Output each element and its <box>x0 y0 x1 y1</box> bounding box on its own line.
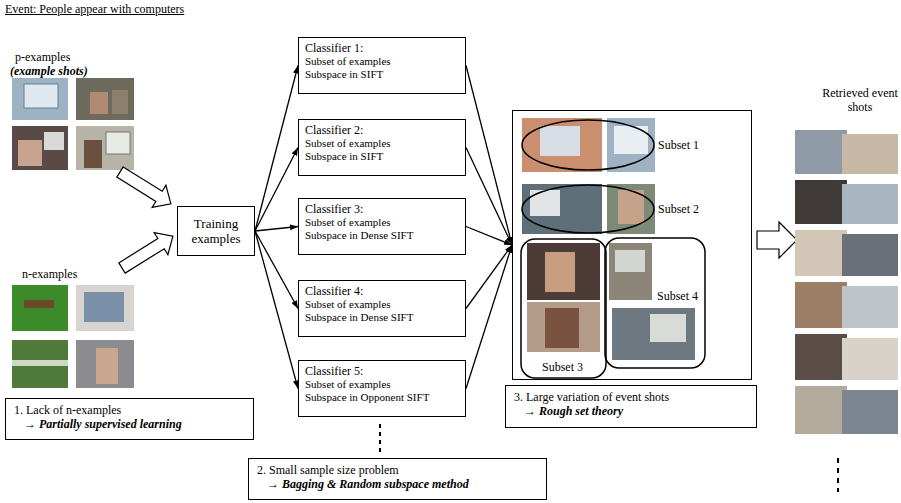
classifier-box: Classifier 3:Subset of examplesSubspace … <box>298 198 466 255</box>
subset-label: Subset 4 <box>657 289 698 303</box>
retrieved-photo <box>795 130 898 434</box>
hollow-arrow <box>113 161 797 279</box>
classifier-detail: Subset of examples <box>305 216 459 229</box>
subset-label: Subset 3 <box>542 360 583 374</box>
classifier-box: Classifier 4:Subset of examplesSubspace … <box>298 280 466 337</box>
connector-arrow <box>466 245 512 389</box>
process-box: Training examples <box>177 206 255 256</box>
text-label: (example shots) <box>10 64 88 78</box>
connector-arrow <box>466 148 512 246</box>
example-photo <box>12 78 134 170</box>
classifier-heading: Classifier 4: <box>305 284 459 298</box>
connector-arrow <box>255 148 298 232</box>
connector-arrow <box>466 227 512 246</box>
classifier-detail: Subspace in Opponent SIFT <box>305 391 459 404</box>
classifier-heading: Classifier 1: <box>305 41 459 55</box>
classifier-heading: Classifier 2: <box>305 123 459 137</box>
example-photo <box>12 285 134 388</box>
subset-label: Subset 1 <box>658 138 699 152</box>
classifier-box: Classifier 1:Subset of examplesSubspace … <box>298 37 466 94</box>
classifier-detail: Subset of examples <box>305 137 459 150</box>
connector-arrow <box>466 245 512 309</box>
classifier-heading: Classifier 3: <box>305 202 459 216</box>
classifier-detail: Subset of examples <box>305 298 459 311</box>
subset-panel: Subset 1 Subset 2 Subset 4 Subset 3 <box>512 110 752 380</box>
classifier-detail: Subspace in Dense SIFT <box>305 229 459 242</box>
classifier-detail: Subspace in Dense SIFT <box>305 311 459 324</box>
classifier-detail: Subspace in SIFT <box>305 68 459 81</box>
connector-arrow <box>255 66 298 232</box>
classifier-detail: Subset of examples <box>305 55 459 68</box>
connector-arrow <box>255 231 298 309</box>
connector-arrow <box>255 227 298 232</box>
subset-label: Subset 2 <box>658 202 699 216</box>
text-label: n-examples <box>22 267 77 281</box>
note-box: 2. Small sample size problem→ Bagging & … <box>248 458 547 500</box>
solution-text: → Bagging & Random subspace method <box>257 477 538 491</box>
connector-arrow <box>255 231 298 389</box>
solution-text: → Partially supervised learning <box>14 417 245 431</box>
connector-arrow <box>466 66 512 246</box>
diagram-title: Event: People appear with computers <box>5 2 184 16</box>
text-label: p-examples <box>15 50 70 64</box>
classifier-box: Classifier 2:Subset of examplesSubspace … <box>298 119 466 176</box>
subset-outline <box>521 120 705 378</box>
text-label: Retrieved event shots <box>822 86 898 114</box>
problem-text: 3. Large variation of event shots <box>514 390 748 404</box>
box-label: Training examples <box>182 216 250 247</box>
note-box: 1. Lack of n-examples→ Partially supervi… <box>5 398 254 440</box>
problem-text: 2. Small sample size problem <box>257 463 538 477</box>
classifier-detail: Subspace in SIFT <box>305 150 459 163</box>
problem-text: 1. Lack of n-examples <box>14 403 245 417</box>
classifier-box: Classifier 5:Subset of examplesSubspace … <box>298 360 466 417</box>
classifier-heading: Classifier 5: <box>305 364 459 378</box>
classifier-detail: Subset of examples <box>305 378 459 391</box>
solution-text: → Rough set theory <box>514 404 748 418</box>
note-box: 3. Large variation of event shots→ Rough… <box>505 385 757 428</box>
